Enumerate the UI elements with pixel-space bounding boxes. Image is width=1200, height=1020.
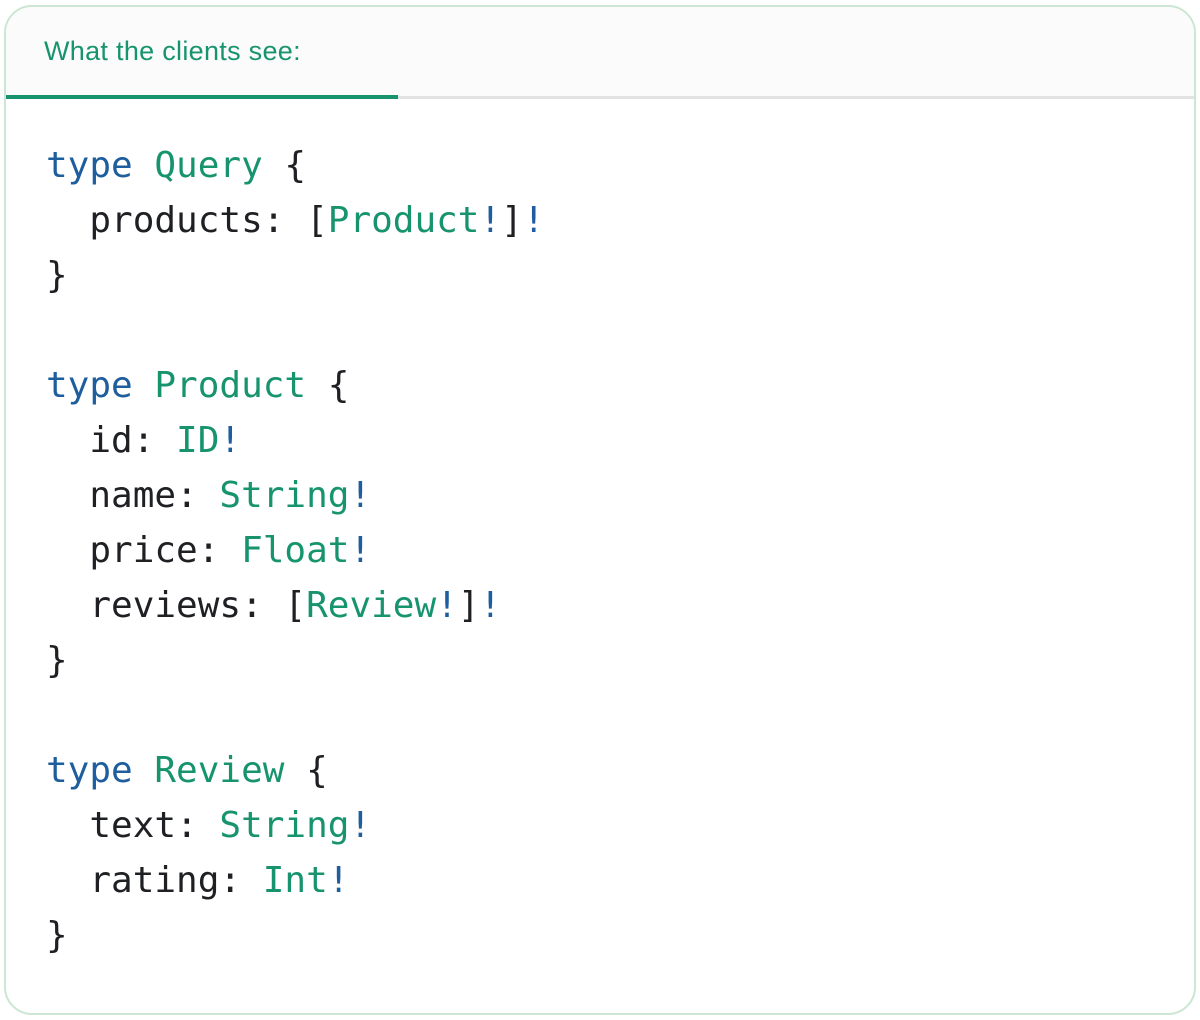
code-token-plain: } <box>46 915 68 956</box>
code-token-typename: Int <box>262 860 328 901</box>
code-token-typename: Float <box>241 530 350 571</box>
code-token-keyword: ! <box>479 200 502 241</box>
tab-bar: What the clients see: <box>6 7 1194 99</box>
code-token-keyword: type <box>46 750 155 791</box>
code-token-typename: Query <box>154 145 263 186</box>
code-token-plain: ] <box>501 200 523 241</box>
code-token-plain: price: <box>46 530 242 571</box>
code-token-plain: rating: <box>46 860 263 901</box>
code-token-typename: String <box>219 475 350 516</box>
code-panel-card: What the clients see: type Query { produ… <box>4 5 1196 1015</box>
code-line: type Product { <box>46 358 1164 413</box>
code-token-typename: Product <box>154 365 307 406</box>
code-token-plain: } <box>46 255 68 296</box>
code-token-keyword: ! <box>436 585 458 626</box>
code-token-plain: } <box>46 640 68 681</box>
code-token-keyword: ! <box>349 530 372 571</box>
code-line: products: [Product!]! <box>46 193 1164 248</box>
code-token-plain: { <box>306 365 350 406</box>
active-tab-underline <box>6 95 398 99</box>
code-token-typename: Review <box>306 585 437 626</box>
code-line <box>46 688 1164 743</box>
code-line <box>46 303 1164 358</box>
code-token-keyword: ! <box>349 805 372 846</box>
code-token-keyword: type <box>46 365 155 406</box>
code-token-keyword: ! <box>219 420 242 461</box>
code-token-typename: ID <box>176 420 220 461</box>
code-line: reviews: [Review!]! <box>46 578 1164 633</box>
code-line: rating: Int! <box>46 853 1164 908</box>
code-token-plain: name: <box>46 475 220 516</box>
code-token-plain: id: <box>46 420 177 461</box>
code-line: } <box>46 633 1164 688</box>
code-token-keyword: ! <box>349 475 372 516</box>
code-token-plain: products: [ <box>46 200 328 241</box>
code-line: } <box>46 908 1164 963</box>
code-token-typename: String <box>219 805 350 846</box>
code-line: type Review { <box>46 743 1164 798</box>
code-line: type Query { <box>46 138 1164 193</box>
code-token-keyword: type <box>46 145 155 186</box>
code-token-keyword: ! <box>479 585 502 626</box>
code-token-typename: Product <box>327 200 480 241</box>
code-token-plain: reviews: [ <box>46 585 307 626</box>
code-token-plain: { <box>262 145 307 186</box>
code-line: name: String! <box>46 468 1164 523</box>
code-line: price: Float! <box>46 523 1164 578</box>
code-block: type Query { products: [Product!]!}type … <box>6 99 1194 963</box>
code-line: text: String! <box>46 798 1164 853</box>
code-line: } <box>46 248 1164 303</box>
code-token-plain: text: <box>46 805 220 846</box>
tab-label: What the clients see: <box>44 36 301 66</box>
code-token-typename: Review <box>154 750 285 791</box>
code-token-keyword: ! <box>327 860 350 901</box>
code-token-plain: { <box>284 750 328 791</box>
code-token-plain: ] <box>457 585 480 626</box>
code-token-keyword: ! <box>522 200 545 241</box>
tab-what-clients-see[interactable]: What the clients see: <box>6 7 398 99</box>
code-line: id: ID! <box>46 413 1164 468</box>
